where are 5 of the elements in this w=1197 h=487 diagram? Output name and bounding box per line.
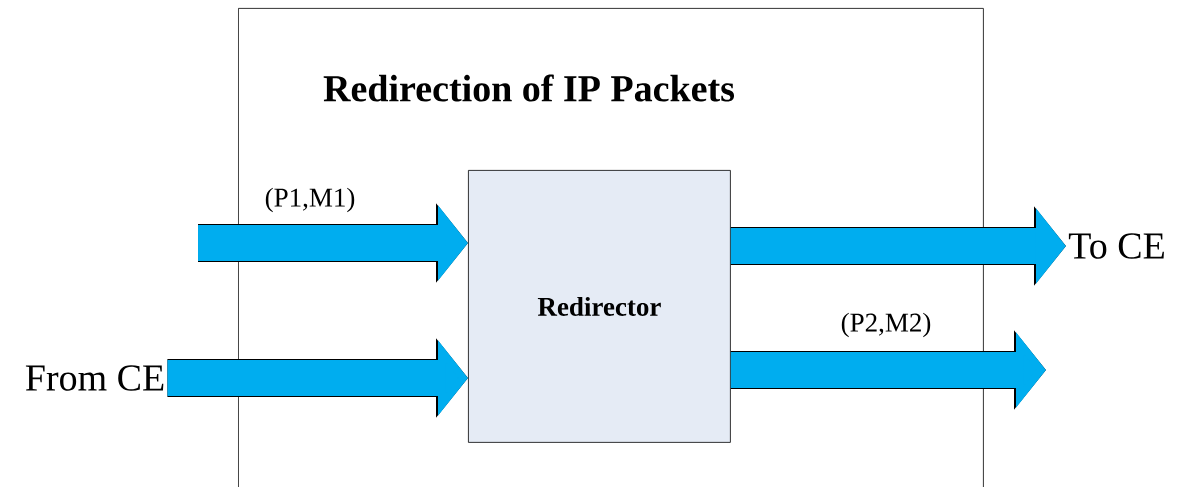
process-box: Redirector	[468, 170, 731, 443]
endpoint-label: From CE	[25, 365, 164, 391]
edge-label: (P2,M2)	[841, 312, 931, 338]
edge-label: (P1,M1)	[265, 187, 355, 213]
endpoint-label: To CE	[1068, 233, 1164, 259]
